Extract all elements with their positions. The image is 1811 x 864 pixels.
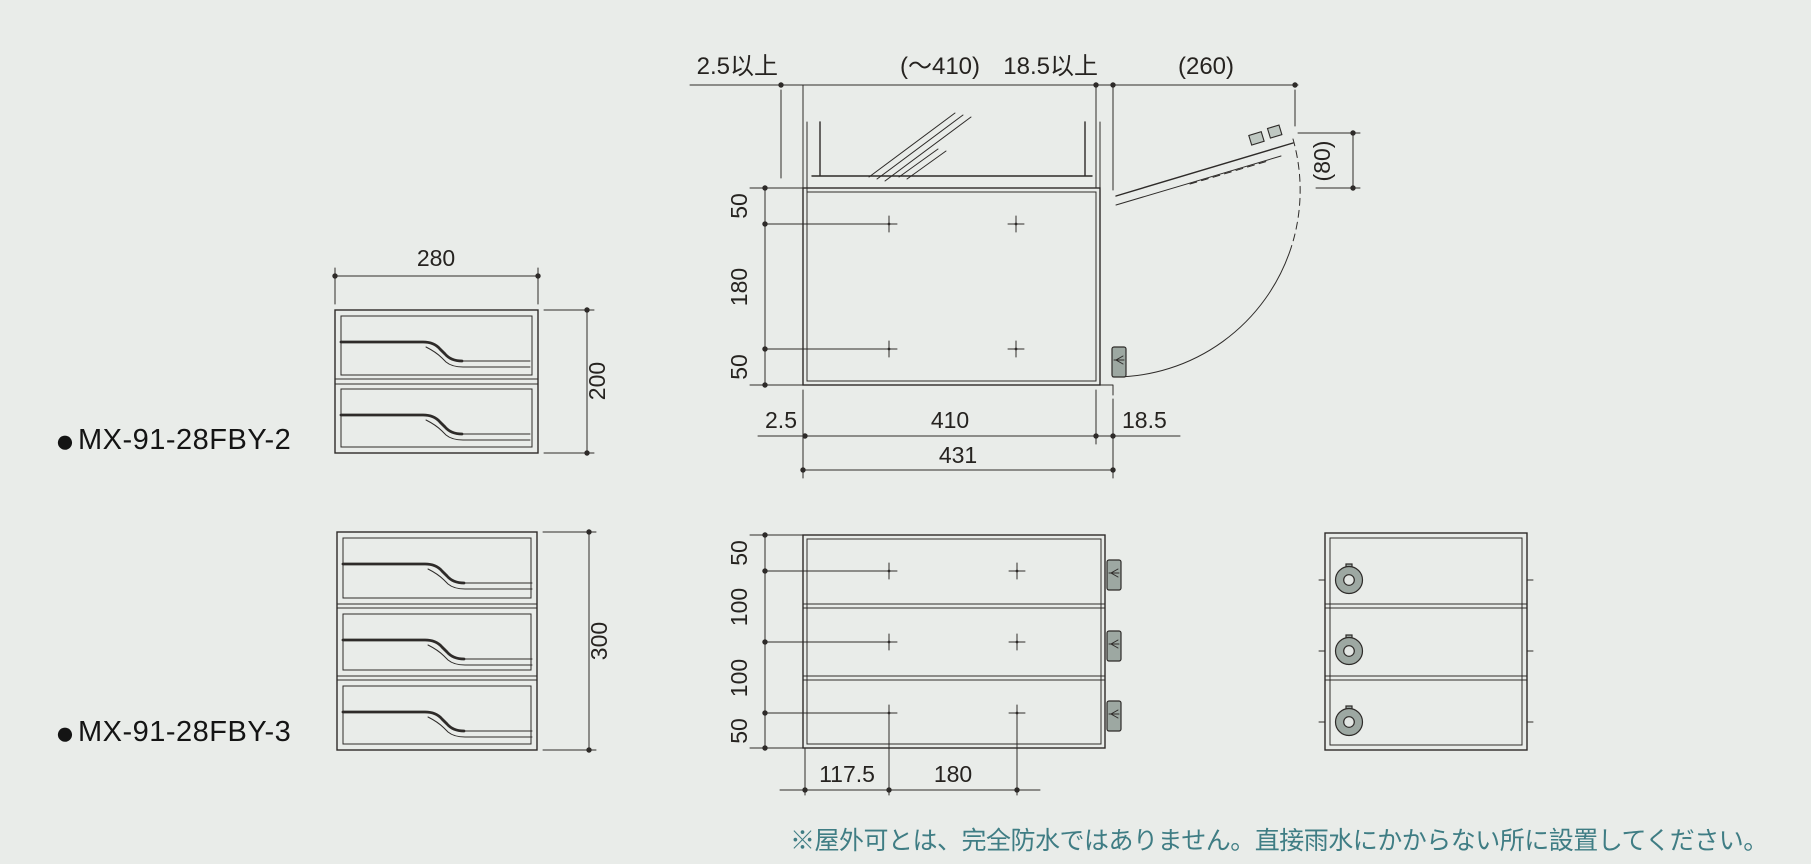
fby2-width-dimension: 280 [332, 245, 541, 305]
cylinder-lock [1334, 634, 1364, 666]
dim-wall-thickness: (～410) [900, 53, 980, 80]
side-view-fby3: 50 100 100 50 117.5 180 [726, 532, 1122, 796]
dim-100-upper: 100 [726, 588, 752, 626]
side-left-dimensions: 50 100 100 50 [726, 532, 811, 751]
fby3-height-dimension: 300 [542, 529, 612, 753]
dim-117-5: 117.5 [819, 761, 875, 787]
dim-door-swing: (260) [1178, 53, 1234, 80]
model-number: MX-91-28FBY-2 [77, 424, 292, 456]
fby2-height-dimension: 200 [543, 307, 610, 456]
fby3-rear-outline [1318, 532, 1534, 751]
rear-view-fby3 [1318, 532, 1534, 751]
dim-50-bottom: 50 [726, 354, 752, 380]
mail-flap [339, 340, 532, 369]
dim-431: 431 [939, 442, 977, 468]
mounting-holes-plan [764, 215, 1025, 358]
model-number: MX-91-28FBY-3 [77, 716, 292, 748]
top-view-fby2: 2.5以上 (～410) 18.5以上 (260) (80) 50 180 50 [689, 53, 1361, 479]
dim-50-top: 50 [726, 540, 752, 566]
mail-flap [341, 638, 534, 667]
dim-front-gap: 18.5以上 [1003, 53, 1098, 80]
fby2-cabinet-outline [334, 309, 539, 454]
dim-50-bottom: 50 [726, 718, 752, 744]
wall-section [811, 112, 1093, 182]
dim-300: 300 [586, 622, 612, 660]
bullet-icon: ● [55, 714, 75, 751]
plan-bottom-dimensions: 2.5 410 18.5 431 [757, 389, 1181, 479]
installation-note: ※屋外可とは、完全防水ではありません。直接雨水にかからない所に設置してください。 [790, 827, 1768, 855]
product-label-fby3: ● MX-91-28FBY-3 [55, 716, 291, 749]
open-door [1115, 124, 1294, 206]
latch-handle [1106, 700, 1122, 732]
fby3-cabinet-outline [336, 531, 538, 751]
side-bottom-dimensions: 117.5 180 [779, 717, 1041, 796]
cylinder-lock [1334, 563, 1364, 595]
latch-handle [1106, 630, 1122, 662]
dim-410: 410 [931, 407, 969, 433]
mail-flap [339, 413, 532, 442]
mail-flap [341, 710, 534, 739]
bullet-icon: ● [55, 422, 75, 459]
dim-50-top: 50 [726, 193, 752, 219]
dim-18-5: 18.5 [1122, 407, 1167, 433]
plan-door-tip-dimension: (80) [1297, 130, 1361, 191]
latch-handle [1106, 559, 1122, 591]
dim-280: 280 [417, 245, 455, 271]
dim-80: (80) [1309, 141, 1335, 182]
mounting-holes-side [764, 562, 1026, 722]
mailbox-body-plan [802, 84, 1114, 396]
mail-flap [341, 562, 534, 591]
dim-100-lower: 100 [726, 659, 752, 697]
front-view-fby2: 280 200 [332, 245, 610, 456]
cylinder-lock [1334, 705, 1364, 737]
dim-200: 200 [584, 362, 610, 400]
dim-2-5: 2.5 [765, 407, 797, 433]
dim-rear-gap: 2.5以上 [697, 53, 778, 80]
product-label-fby2: ● MX-91-28FBY-2 [55, 424, 291, 457]
plan-left-dimensions: 50 180 50 [726, 185, 809, 388]
plan-top-dimensions: 2.5以上 (～410) 18.5以上 (260) [689, 53, 1299, 179]
dim-180: 180 [726, 268, 752, 306]
latch-handle [1111, 346, 1127, 378]
front-view-fby3: 300 [336, 529, 612, 753]
dim-180: 180 [934, 761, 972, 787]
door-swing-arc [1112, 138, 1301, 378]
